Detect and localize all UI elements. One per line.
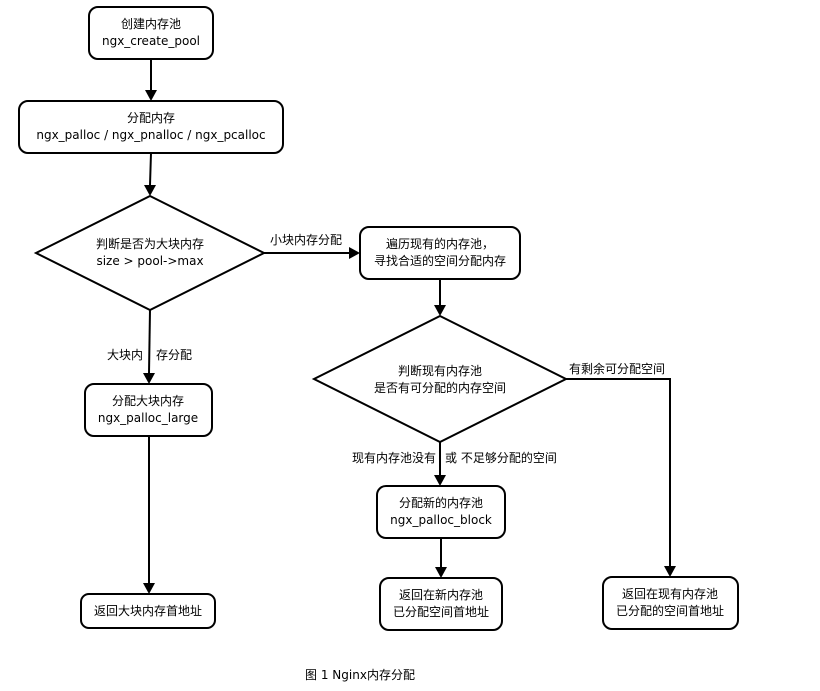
node-return-existing-line1: 返回在现有内存池 [622,587,718,601]
arrowhead [145,90,157,101]
node-return-existing-line2: 已分配的空间首地址 [616,603,724,618]
node-alloc-large-line1: 分配大块内存 [112,394,184,408]
edge-label-large-a: 大块内 [107,348,143,362]
arrowhead [435,567,447,578]
edge-label-large-b: 存分配 [156,348,192,362]
arrowhead [143,373,155,384]
edge-label-no-space-b: 或 不足够分配的空间 [445,450,557,465]
arrowhead [143,583,155,594]
node-alloc-large: 分配大块内存 ngx_palloc_large [84,383,213,437]
arrowhead [434,475,446,486]
edge-alloc-to-check [149,152,152,186]
node-alloc-large-line2: ngx_palloc_large [98,411,198,425]
arrowhead [144,185,156,196]
node-check-size: 判断是否为大块内存 size > pool->max [33,194,267,312]
edge-label-has-space: 有剩余可分配空间 [569,361,665,376]
node-return-new: 返回在新内存池 已分配空间首地址 [379,577,503,631]
node-traverse-line1: 遍历现有的内存池， [386,236,494,251]
node-return-large-line1: 返回大块内存首地址 [94,604,202,618]
node-alloc-line2: ngx_palloc / ngx_pnalloc / ngx_pcalloc [36,128,265,142]
node-check-space-line2: 是否有可分配的内存空间 [374,380,506,395]
edge-checkspace-to-existing [566,378,671,566]
node-alloc-block: 分配新的内存池 ngx_palloc_block [376,485,506,539]
node-check-space-line1: 判断现有内存池 [398,363,482,378]
node-return-existing: 返回在现有内存池 已分配的空间首地址 [602,576,739,630]
node-return-large: 返回大块内存首地址 [80,593,216,629]
node-return-new-line2: 已分配空间首地址 [393,605,489,619]
edge-label-no-space-a: 现有内存池没有 [352,450,436,465]
node-alloc-line1: 分配内存 [127,111,175,125]
figure-caption: 图 1 Nginx内存分配 [305,668,415,682]
arrowhead [434,305,446,316]
node-check-space: 判断现有内存池 是否有可分配的内存空间 [311,314,569,444]
arrowhead [349,247,360,259]
node-alloc-block-line2: ngx_palloc_block [390,513,492,527]
node-create-pool-line1: 创建内存池 [121,17,181,31]
node-create-pool-line2: ngx_create_pool [102,34,200,48]
arrowhead [664,566,676,577]
node-check-size-line2: size > pool->max [96,254,203,268]
edge-check-to-large [148,309,151,374]
node-check-size-line1: 判断是否为大块内存 [96,236,204,251]
node-alloc-block-line1: 分配新的内存池 [399,495,483,510]
node-create-pool: 创建内存池 ngx_create_pool [88,6,214,60]
node-traverse: 遍历现有的内存池， 寻找合适的空间分配内存 [359,226,521,280]
node-alloc: 分配内存 ngx_palloc / ngx_pnalloc / ngx_pcal… [18,100,284,154]
node-traverse-line2: 寻找合适的空间分配内存 [374,253,506,268]
node-return-new-line1: 返回在新内存池 [399,587,483,602]
edge-label-small: 小块内存分配 [270,233,342,247]
